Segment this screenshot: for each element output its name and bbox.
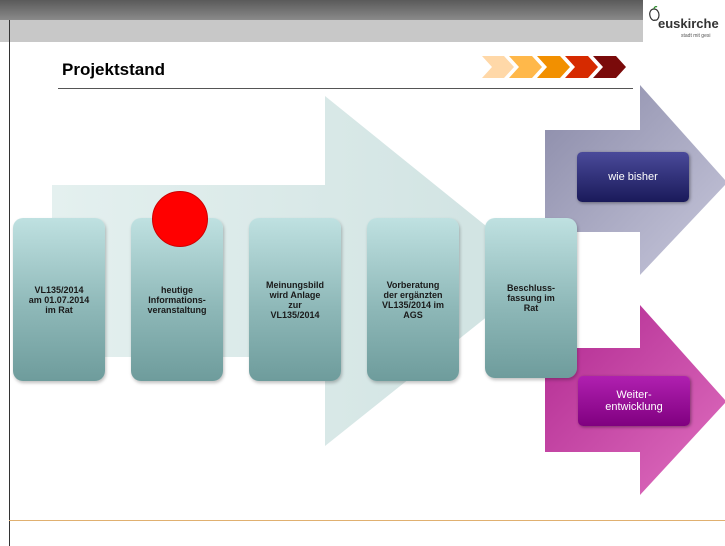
- outcome-box-unchanged: wie bisher: [577, 152, 689, 202]
- chevron-2: [509, 56, 542, 78]
- stage-box-5: Beschluss- fassung im Rat: [485, 218, 577, 378]
- chevron-4: [565, 56, 598, 78]
- left-border: [9, 20, 10, 546]
- city-logo: euskirche stadt mit gesi: [643, 0, 725, 42]
- chevron-progress-icon: [482, 56, 626, 78]
- title-underline: [58, 88, 633, 89]
- stage-label-3: Meinungsbild wird Anlage zur VL135/2014: [266, 279, 324, 320]
- stage-box-1: VL135/2014 am 01.07.2014 im Rat: [13, 218, 105, 381]
- stage-label-2: heutige Informations- veranstaltung: [147, 284, 207, 315]
- slide-sub-bar: [0, 20, 725, 42]
- stage-label-5: Beschluss- fassung im Rat: [506, 283, 556, 313]
- logo-wordmark: euskirche: [658, 16, 719, 31]
- chevron-3: [537, 56, 570, 78]
- chevron-1: [482, 56, 514, 78]
- slide-top-bar: [0, 0, 725, 20]
- outcome-box-development: Weiter- entwicklung: [578, 376, 690, 426]
- stage-label-1: VL135/2014 am 01.07.2014 im Rat: [28, 284, 90, 315]
- chevron-5: [593, 56, 626, 78]
- apple-logo-icon: [649, 6, 660, 21]
- slide-title: Projektstand: [62, 60, 165, 79]
- stage-box-4: Vorberatung der ergänzten VL135/2014 im …: [367, 218, 459, 381]
- footer-rule: [9, 520, 725, 521]
- stage-label-4: Vorberatung der ergänzten VL135/2014 im …: [381, 279, 445, 320]
- current-stage-marker: [152, 191, 208, 247]
- stage-box-3: Meinungsbild wird Anlage zur VL135/2014: [249, 218, 341, 381]
- logo-tagline: stadt mit gesi: [681, 33, 711, 39]
